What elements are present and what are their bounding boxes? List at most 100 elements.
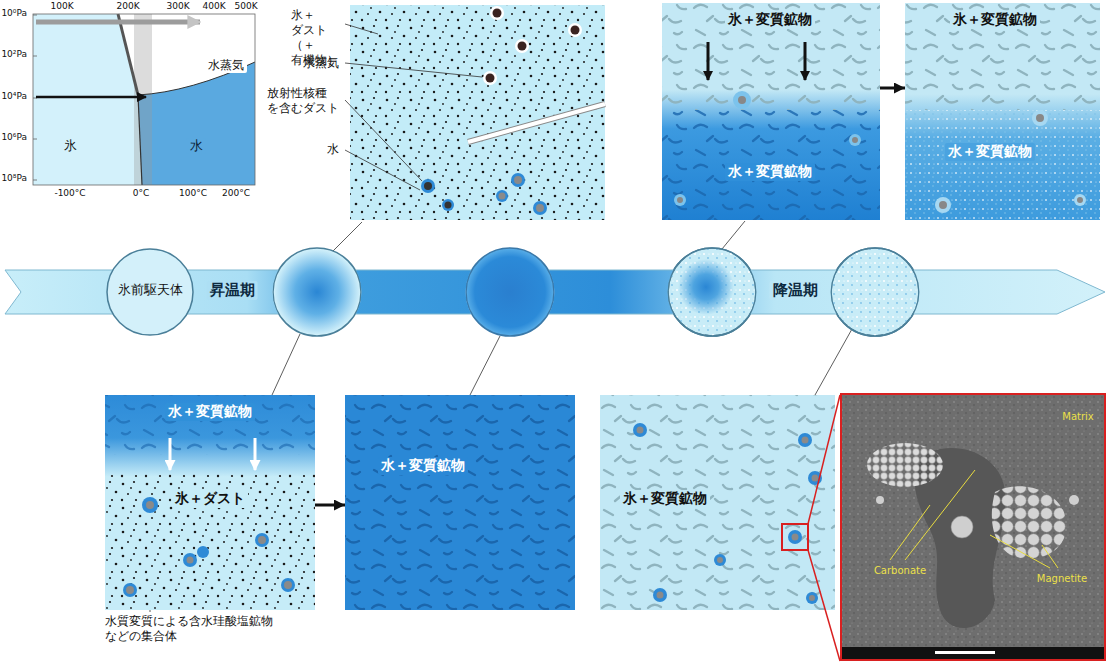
axis-label: -100°C xyxy=(51,188,88,199)
ice-dust-panel xyxy=(442,199,454,211)
mineral-label: Carbonate xyxy=(871,565,929,578)
leader-line xyxy=(345,100,422,181)
heating-panel xyxy=(281,578,295,592)
altered-panel xyxy=(905,110,1100,220)
region-label: 水＋変質鉱物 xyxy=(378,457,468,475)
heating-panel xyxy=(105,472,315,610)
sem-photo: MatrixCarbonateMagnetite xyxy=(840,393,1106,661)
axis-label: 200°C xyxy=(219,188,253,199)
phase-diagram xyxy=(138,62,255,185)
phase-diagram xyxy=(33,56,37,57)
altered-panel xyxy=(1036,114,1044,122)
phase-diagram xyxy=(33,14,255,185)
cooled-panel xyxy=(600,395,840,661)
region-label: 降温期 xyxy=(770,281,821,300)
ice-dust-panel xyxy=(483,6,582,85)
cooled-panel xyxy=(788,530,802,544)
stage-panel: 氷＋変質鉱物水＋変質鉱物 xyxy=(905,3,1100,220)
altered-panel xyxy=(674,194,686,206)
altered-panel xyxy=(662,3,880,110)
axis-label: 氷 xyxy=(61,138,80,154)
ice-dust-panel xyxy=(486,9,580,83)
region-label: 氷＋変質鉱物 xyxy=(950,11,1040,29)
ice-dust-panel xyxy=(496,190,508,202)
cooled-panel xyxy=(657,592,664,599)
altered-panel xyxy=(1032,110,1048,126)
ice-dust-panel xyxy=(468,104,605,142)
ice-dust-panel xyxy=(424,182,432,190)
heating-panel xyxy=(142,497,158,513)
sem-image xyxy=(842,395,1104,659)
heating-panel xyxy=(126,501,292,594)
water-panel xyxy=(345,395,575,610)
cooled-panel xyxy=(809,595,815,601)
stage-panel: 水＋変質鉱物 xyxy=(345,395,575,610)
ice-dust-panel xyxy=(483,71,497,85)
altered-panel xyxy=(939,201,947,209)
axis-label: 100°C xyxy=(176,188,210,199)
region-label: 氷前駆天体 xyxy=(115,282,186,298)
mineral-label: Matrix xyxy=(1059,411,1096,424)
ice-dust-panel xyxy=(536,204,544,212)
cooled-panel xyxy=(792,534,799,541)
heating-panel xyxy=(187,557,194,564)
ice-dust-panel xyxy=(514,176,522,184)
heating-panel xyxy=(183,553,197,567)
leader-line xyxy=(345,24,378,34)
axis-label: 100K xyxy=(47,1,76,12)
axis-label: 200K xyxy=(113,1,142,12)
cooled-panel xyxy=(600,395,835,610)
ice-dust-panel xyxy=(421,179,435,193)
altered-panel xyxy=(852,137,858,143)
stage-panel: 氷＋変質鉱物水＋変質鉱物 xyxy=(662,3,880,220)
altered-panel xyxy=(905,3,1100,220)
heating-panel xyxy=(105,395,315,455)
ice-dust-panel xyxy=(468,104,605,142)
phase-diagram xyxy=(36,96,146,99)
phase-diagram xyxy=(134,14,152,185)
sem-image xyxy=(1069,495,1079,505)
sem-image xyxy=(867,443,943,487)
region-label: 昇温期 xyxy=(207,281,258,300)
axis-label: 10⁶Pa xyxy=(0,132,30,143)
cooled-panel xyxy=(633,423,647,437)
heating-panel xyxy=(105,395,315,610)
region-label: 水＋変質鉱物 xyxy=(945,143,1035,161)
axis-label: 400K xyxy=(199,1,228,12)
region-label: 水＋変質鉱物 xyxy=(725,163,815,181)
heating-panel xyxy=(254,438,257,470)
cooled-panel xyxy=(637,427,644,434)
altered-panel xyxy=(849,134,861,146)
ice-dust-panel xyxy=(493,9,502,18)
heating-panel xyxy=(105,395,315,610)
altered-panel xyxy=(662,110,880,220)
cooled-panel xyxy=(806,592,818,604)
heating-panel xyxy=(255,533,269,547)
flow-arrow xyxy=(315,504,345,507)
phase-diagram xyxy=(33,139,37,140)
phase-diagram xyxy=(118,14,138,95)
axis-label: 300K xyxy=(163,1,192,12)
cooled-panel xyxy=(714,554,726,566)
axis-label: 水蒸気 xyxy=(205,58,247,73)
ice-dust-panel xyxy=(511,173,525,187)
body-circle: 氷前駆天体 xyxy=(106,248,194,336)
water-panel xyxy=(345,395,575,610)
altered-panel xyxy=(707,42,710,80)
ice-dust-panel xyxy=(486,74,495,83)
sem-image xyxy=(890,470,1058,568)
callout-label: 水質変質による含水珪酸塩鉱物 などの集合体 xyxy=(102,614,276,644)
heating-panel xyxy=(284,581,292,589)
heating-panel xyxy=(123,583,137,597)
cooled-panel xyxy=(808,395,840,524)
leader-line xyxy=(345,150,420,190)
altered-panel xyxy=(905,3,1100,110)
ice-dust-panel xyxy=(571,26,580,35)
region-label: 氷＋変質鉱物 xyxy=(725,11,815,29)
altered-panel xyxy=(1077,197,1083,203)
sem-image xyxy=(842,647,1104,659)
ice-dust-panel xyxy=(445,202,452,209)
leader-line xyxy=(333,222,362,251)
ice-dust-panel xyxy=(533,201,547,215)
sem-image xyxy=(842,395,1104,659)
